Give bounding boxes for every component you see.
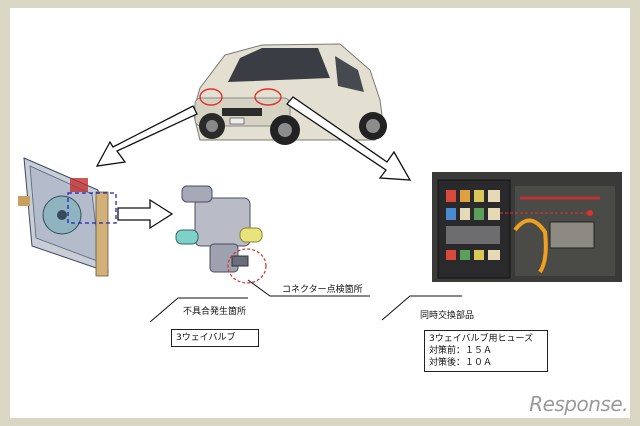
radiator-image	[18, 157, 109, 277]
headlight-highlight-right	[254, 88, 282, 106]
fusebox-photo	[432, 172, 622, 282]
leader-connector	[247, 279, 370, 297]
fuse-info-line2: 対策前：１５Ａ	[429, 346, 493, 356]
car-image	[192, 43, 387, 145]
simultaneous-replacement-label: 同時交換部品	[420, 311, 475, 321]
arrow-to-valve	[117, 198, 174, 230]
defect-location-label: 不具合発生箇所	[183, 307, 247, 317]
headlight-highlight-left	[199, 88, 223, 106]
fuse-info-box: 3ウェイバルブ用ヒューズ 対策前：１５Ａ 対策後：１０Ａ	[424, 330, 548, 372]
connector-inspection-label: コネクター点検箇所	[282, 285, 363, 295]
fuse-info-line1: 3ウェイバルブ用ヒューズ	[429, 334, 534, 344]
valve-name-text: 3ウェイバルブ	[176, 333, 236, 343]
radiator-valve-highlight	[67, 192, 117, 224]
valve-name-box: 3ウェイバルブ	[171, 329, 259, 347]
arrow-to-fusebox	[286, 96, 412, 181]
valve-image	[175, 185, 263, 273]
connector-highlight	[227, 248, 267, 284]
leader-defect	[149, 297, 248, 323]
arrow-to-radiator	[95, 105, 198, 167]
response-watermark: Response.	[529, 392, 628, 416]
leader-simultaneous	[381, 295, 462, 321]
fuse-info-line3: 対策後：１０Ａ	[429, 358, 493, 368]
